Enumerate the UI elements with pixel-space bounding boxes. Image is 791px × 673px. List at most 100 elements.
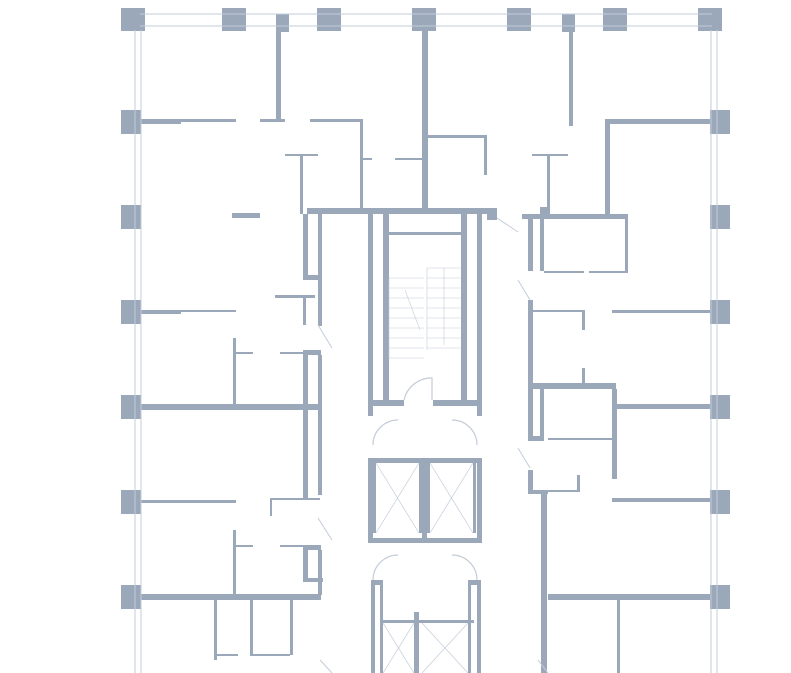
wall <box>275 295 315 298</box>
wall <box>582 368 585 384</box>
wall <box>528 219 533 271</box>
wall <box>468 585 471 673</box>
stair-arrow <box>404 289 421 331</box>
wall <box>141 500 236 503</box>
wall <box>577 475 580 492</box>
doors-and-stairs <box>134 13 718 673</box>
column <box>710 585 730 609</box>
wall <box>214 600 217 660</box>
wall <box>422 30 428 210</box>
wall <box>427 463 430 533</box>
column <box>562 14 575 32</box>
wall <box>548 594 716 600</box>
wall <box>569 30 573 126</box>
wall <box>233 545 253 547</box>
wall <box>528 383 616 389</box>
wall <box>422 458 427 543</box>
wall <box>373 463 376 533</box>
column <box>603 8 627 31</box>
wall <box>522 214 628 219</box>
door-leaf <box>537 659 549 673</box>
wall <box>540 207 550 217</box>
door-swing <box>451 419 478 446</box>
wall <box>141 404 321 410</box>
door-swing <box>372 554 399 581</box>
wall <box>233 352 253 354</box>
wall <box>528 490 548 494</box>
wall <box>419 463 422 533</box>
column <box>121 8 145 31</box>
wall <box>547 154 550 208</box>
wall <box>380 585 383 673</box>
wall <box>303 545 308 580</box>
lift-cross <box>375 462 420 534</box>
column <box>121 300 141 324</box>
column <box>317 8 341 31</box>
wall <box>260 119 285 122</box>
wall <box>487 214 497 220</box>
door-swing <box>372 419 399 446</box>
wall <box>419 620 474 623</box>
wall <box>362 158 372 160</box>
column <box>412 8 436 31</box>
lift-cross <box>382 622 415 673</box>
wall <box>318 214 322 326</box>
wall <box>383 214 389 401</box>
column <box>710 300 730 324</box>
column <box>507 8 531 31</box>
wall <box>484 135 487 175</box>
wall <box>310 119 362 122</box>
door-swing <box>451 554 478 581</box>
wall <box>318 550 322 595</box>
wall <box>541 494 547 673</box>
column <box>276 14 289 32</box>
wall <box>250 654 290 656</box>
door-leaf <box>496 217 519 233</box>
wall <box>414 612 419 673</box>
door-leaf <box>319 659 333 673</box>
column <box>710 110 730 134</box>
wall <box>303 350 308 500</box>
wall <box>468 580 480 585</box>
wall <box>533 490 578 492</box>
door-leaf <box>517 279 531 301</box>
wall <box>233 530 236 595</box>
column <box>710 395 730 419</box>
column <box>121 395 141 419</box>
door-leaf <box>317 324 333 349</box>
wall <box>389 232 465 235</box>
wall <box>395 158 425 160</box>
wall <box>141 310 236 312</box>
wall <box>528 436 544 441</box>
wall <box>544 271 584 273</box>
wall <box>528 470 533 490</box>
wall <box>612 404 712 409</box>
wall <box>371 580 383 585</box>
wall <box>280 352 320 354</box>
wall <box>214 654 238 656</box>
wall <box>368 400 404 406</box>
column <box>710 205 730 229</box>
door-leaf <box>517 447 531 469</box>
wall <box>270 498 272 516</box>
door-swing <box>403 377 433 401</box>
column <box>710 490 730 514</box>
wall <box>473 463 476 533</box>
column <box>121 585 141 609</box>
column <box>121 205 141 229</box>
wall <box>625 219 628 273</box>
wall <box>383 620 419 623</box>
column <box>698 8 722 31</box>
wall <box>533 310 583 312</box>
walls <box>141 30 716 673</box>
wall <box>300 154 303 214</box>
column <box>121 110 141 134</box>
lift-cross <box>421 622 469 673</box>
wall <box>589 271 627 273</box>
wall <box>360 119 363 209</box>
wall <box>250 600 253 655</box>
wall <box>318 355 322 495</box>
wall <box>528 300 533 440</box>
wall <box>303 275 321 280</box>
